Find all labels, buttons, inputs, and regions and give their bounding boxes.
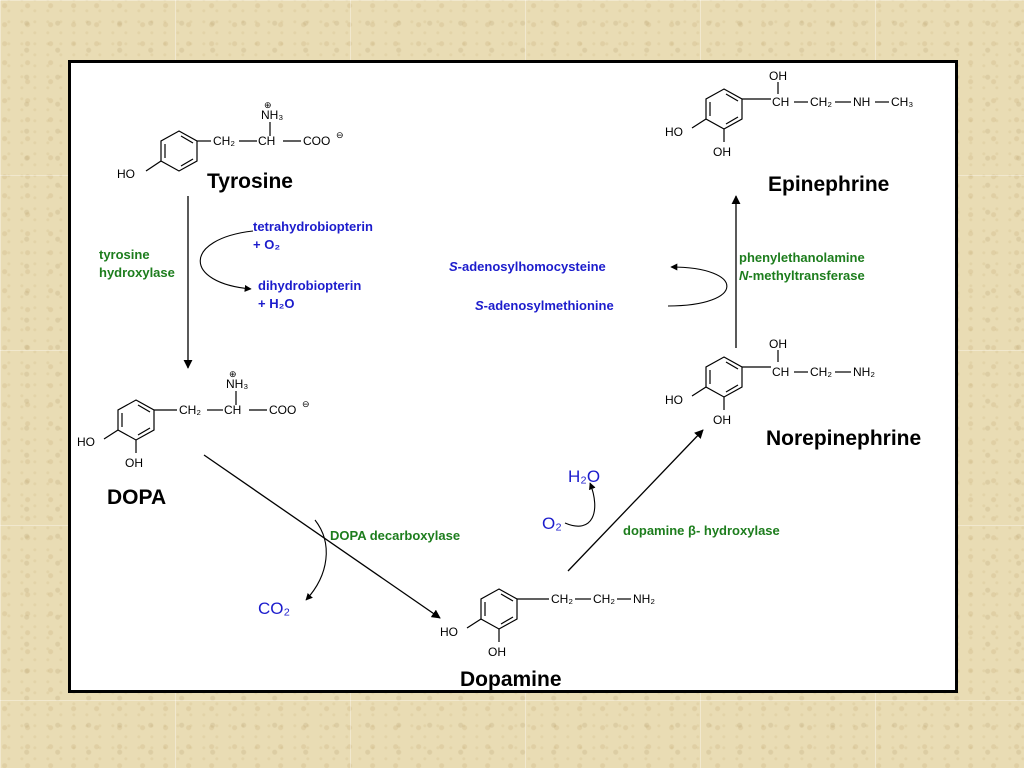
enzyme-pnmt-rest: -methyltransferase (748, 268, 865, 283)
epinephrine-ho: HO (665, 125, 683, 139)
tyrosine-nh3: NH₃ (261, 108, 283, 122)
dopa-nh3: NH₃ (226, 377, 248, 391)
enzyme-pnmt-line2: N-methyltransferase (739, 267, 865, 285)
cofactor-tetrahydrobiopterin-line2: + O₂ (253, 237, 281, 252)
cofactor-adenosylhomocysteine-rest: -adenosylhomocysteine (457, 259, 606, 274)
dopa-name: DOPA (107, 486, 167, 509)
tyrosine-structure (145, 122, 301, 172)
tyrosine-negative-charge: ⊖ (336, 130, 344, 140)
enzyme-pnmt-n: N (739, 268, 749, 283)
norepinephrine-side-oh: OH (769, 337, 787, 351)
dopamine-ho: HO (440, 625, 458, 639)
norepinephrine-nh2: NH₂ (853, 365, 875, 379)
dopamine-structure (466, 588, 631, 642)
tyrosine-ch: CH (258, 134, 275, 148)
dopa-ho: HO (77, 435, 95, 449)
cofactor-adenosylhomocysteine-s: S (449, 259, 458, 274)
epinephrine-side-oh: OH (769, 69, 787, 83)
enzyme-tyrosine-hydroxylase-line2: hydroxylase (99, 265, 175, 280)
epinephrine-ch2: CH₂ (810, 95, 832, 109)
cofactor-adenosylhomocysteine: S-adenosylhomocysteine (449, 258, 606, 276)
epinephrine-name: Epinephrine (768, 173, 890, 196)
norepinephrine-ho: HO (665, 393, 683, 407)
epinephrine-structure (691, 82, 889, 142)
dopamine-ch2-b: CH₂ (593, 592, 615, 606)
cofactor-tetrahydrobiopterin: tetrahydrobiopterin + O₂ (253, 218, 373, 254)
norepinephrine-ch: CH (772, 365, 789, 379)
tyrosine-ho: HO (117, 167, 135, 181)
dopamine-oh: OH (488, 645, 506, 659)
enzyme-tyrosine-hydroxylase-line1: tyrosine (99, 247, 150, 262)
dopamine-nh2: NH₂ (633, 592, 655, 606)
dopa-structure (103, 391, 267, 453)
arrow-dopamine-to-norepinephrine (567, 429, 704, 572)
tyrosine-positive-charge: ⊕ (264, 100, 272, 110)
epinephrine-nh: NH (853, 95, 870, 109)
curved-arrow-biopterin (199, 230, 254, 292)
epinephrine-oh: OH (713, 145, 731, 159)
enzyme-dopa-decarboxylase: DOPA decarboxylase (330, 528, 461, 543)
tyrosine-coo: COO (303, 134, 330, 148)
curved-arrow-adenosyl (667, 263, 728, 307)
dopa-ch: CH (224, 403, 241, 417)
enzyme-dopamine-beta-hydroxylase: dopamine β- hydroxylase (623, 523, 780, 538)
epinephrine-ch: CH (772, 95, 789, 109)
enzyme-pnmt-line1: phenylethanolamine (739, 250, 865, 265)
enzyme-pnmt: phenylethanolamine N-methyltransferase (739, 249, 865, 285)
enzyme-tyrosine-hydroxylase: tyrosine hydroxylase (99, 246, 175, 282)
diagram-panel: HO CH₂ CH COO ⊖ NH₃ ⊕ HO OH CH₂ CH COO ⊖… (68, 60, 958, 693)
dopa-negative-charge: ⊖ (302, 399, 310, 409)
norepinephrine-ch2: CH₂ (810, 365, 832, 379)
dopamine-name: Dopamine (460, 668, 562, 691)
epinephrine-ch3: CH₃ (891, 95, 913, 109)
curved-arrow-water (564, 482, 596, 527)
norepinephrine-structure (691, 350, 851, 410)
cofactor-dihydrobiopterin-line1: dihydrobiopterin (258, 278, 362, 293)
dopa-ch2: CH₂ (179, 403, 201, 417)
cofactor-adenosylmethionine: S-adenosylmethionine (475, 297, 614, 315)
dopa-coo: COO (269, 403, 296, 417)
cofactor-dihydrobiopterin: dihydrobiopterin + H₂O (258, 277, 361, 313)
dopamine-ch2-a: CH₂ (551, 592, 573, 606)
arrow-dopa-to-dopamine (203, 454, 441, 619)
tyrosine-ch2: CH₂ (213, 134, 235, 148)
cofactor-dihydrobiopterin-line2: + H₂O (258, 296, 295, 311)
tyrosine-name: Tyrosine (207, 170, 293, 193)
pathway-diagram: HO CH₂ CH COO ⊖ NH₃ ⊕ HO OH CH₂ CH COO ⊖… (77, 69, 913, 659)
norepinephrine-name: Norepinephrine (766, 427, 922, 450)
dopa-oh: OH (125, 456, 143, 470)
cofactor-o2: O₂ (542, 514, 562, 533)
curved-arrow-co2 (305, 519, 327, 601)
cofactor-co2: CO₂ (258, 599, 291, 618)
norepinephrine-oh: OH (713, 413, 731, 427)
cofactor-adenosylmethionine-s: S (475, 298, 484, 313)
cofactor-h2o: H₂O (568, 467, 601, 486)
cofactor-adenosylmethionine-rest: -adenosylmethionine (483, 298, 614, 313)
cofactor-tetrahydrobiopterin-line1: tetrahydrobiopterin (253, 219, 373, 234)
dopa-positive-charge: ⊕ (229, 369, 237, 379)
